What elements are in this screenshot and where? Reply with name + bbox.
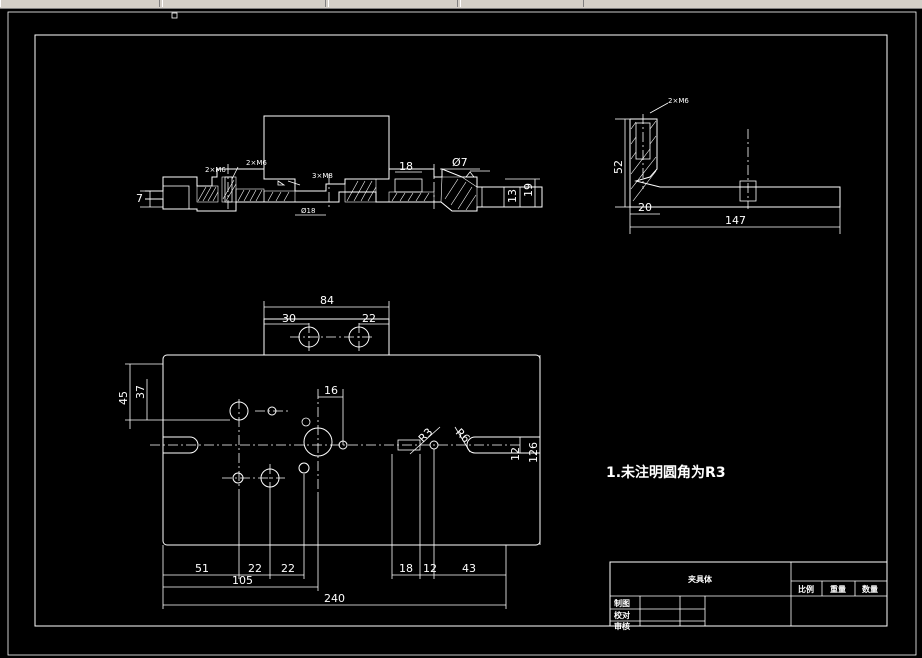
dim-105: 105 xyxy=(232,574,253,587)
toolbar-field-1[interactable] xyxy=(0,0,160,7)
dim-13: 13 xyxy=(506,189,519,203)
toolbar-field-4[interactable] xyxy=(460,0,584,7)
dim-22-b: 22 xyxy=(281,562,295,575)
toolbar-field-2[interactable] xyxy=(162,0,326,7)
label-2xm6-small: 2×M6 xyxy=(246,159,267,167)
dim-r3: R3 xyxy=(416,426,436,446)
title-block: 夹具体 比例 重量 数量 制图 校对 审核 xyxy=(609,561,888,631)
dim-19: 19 xyxy=(522,183,535,197)
cursor-marker xyxy=(171,12,178,19)
title-scale-label: 比例 xyxy=(798,584,814,594)
dim-45: 45 xyxy=(117,391,130,405)
dim-51: 51 xyxy=(195,562,209,575)
dim-18-front: 18 xyxy=(399,160,413,173)
toolbar-field-3[interactable] xyxy=(328,0,458,7)
dim-7: 7 xyxy=(136,192,143,205)
dim-30: 30 xyxy=(282,312,296,325)
dim-126: 126 xyxy=(527,442,540,463)
dim-22-a: 22 xyxy=(248,562,262,575)
side-view: 52 20 147 2×M6 xyxy=(612,97,841,234)
label-2xm6-side: 2×M6 xyxy=(668,97,689,105)
title-checked-label: 校对 xyxy=(614,610,630,620)
cad-drawing: 7 18 Ø7 13 19 Ø18 2×M6 2×M6 3×M8 xyxy=(7,11,917,656)
technical-note: 1.未注明圆角为R3 xyxy=(606,464,726,481)
front-section-view: 7 18 Ø7 13 19 Ø18 2×M6 2×M6 3×M8 xyxy=(136,115,543,216)
dim-18-bottom: 18 xyxy=(399,562,413,575)
outer-border xyxy=(7,11,917,656)
dim-dia7: Ø7 xyxy=(452,156,468,169)
dim-12-slot: 12 xyxy=(509,447,522,461)
label-2xm6-left: 2×M6 xyxy=(205,166,226,174)
dim-37: 37 xyxy=(134,385,147,399)
dim-147: 147 xyxy=(725,214,746,227)
dim-43: 43 xyxy=(462,562,476,575)
title-approved-label: 审核 xyxy=(614,621,630,631)
dim-16: 16 xyxy=(324,384,338,397)
drawing-canvas[interactable]: 7 18 Ø7 13 19 Ø18 2×M6 2×M6 3×M8 xyxy=(0,9,922,658)
dim-dia18: Ø18 xyxy=(301,207,315,215)
dim-52: 52 xyxy=(612,160,625,174)
top-view: 84 30 22 45 37 16 R3 R6 12 126 xyxy=(117,294,541,609)
title-qty-label: 数量 xyxy=(862,584,878,594)
dim-22-top: 22 xyxy=(362,312,376,325)
dim-20: 20 xyxy=(638,201,652,214)
title-weight-label: 重量 xyxy=(830,584,846,594)
title-part-name: 夹具体 xyxy=(688,574,713,584)
label-3xm8: 3×M8 xyxy=(312,172,333,180)
dim-84: 84 xyxy=(320,294,334,307)
dim-240: 240 xyxy=(324,592,345,605)
dim-12-bottom: 12 xyxy=(423,562,437,575)
toolbar-strip xyxy=(0,0,922,9)
title-drawn-label: 制图 xyxy=(614,598,630,608)
inner-frame xyxy=(34,34,888,627)
